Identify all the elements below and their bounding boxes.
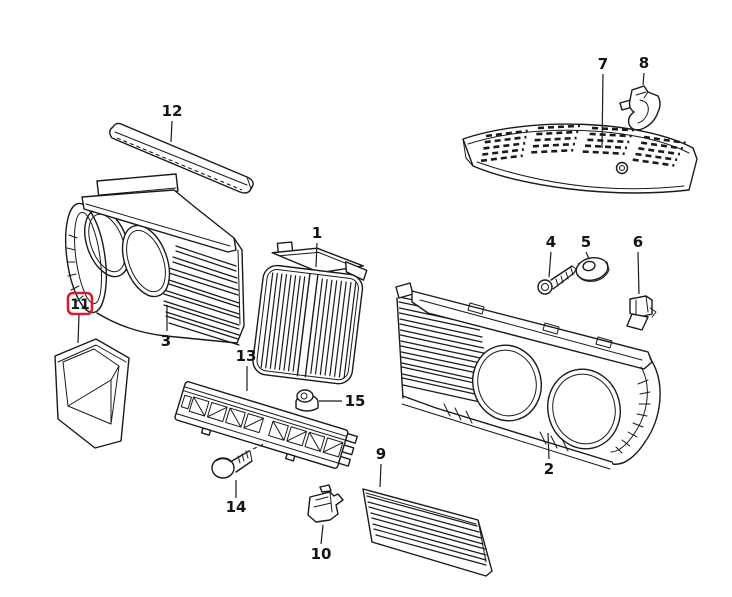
part-15-number[interactable]: 15 — [345, 392, 366, 410]
part-15-grommet — [295, 389, 319, 412]
part-11-number[interactable]: 11 — [70, 297, 89, 313]
part-10-clip — [307, 484, 344, 523]
part-7-cowl-grille — [462, 123, 698, 194]
part-3-number[interactable]: 3 — [161, 332, 171, 350]
label-part-2[interactable]: 2 — [544, 432, 554, 478]
label-part-7[interactable]: 7 — [598, 55, 608, 149]
label-part-9[interactable]: 9 — [376, 445, 386, 488]
part-2-number[interactable]: 2 — [544, 460, 554, 478]
part-12-trim-strip — [109, 122, 254, 194]
part-6-number[interactable]: 6 — [633, 233, 643, 251]
part-14-screw — [211, 442, 267, 479]
part-7-number[interactable]: 7 — [598, 55, 608, 73]
part-11-air-duct — [54, 338, 130, 449]
label-part-3[interactable]: 3 — [161, 305, 171, 350]
highlight-box — [66, 291, 94, 316]
label-part-11[interactable]: 11 — [66, 291, 94, 344]
label-part-6[interactable]: 6 — [633, 233, 643, 295]
part-8-cable-clip — [619, 85, 661, 131]
part-9-hood-grille — [362, 488, 493, 577]
part-4-number[interactable]: 4 — [546, 233, 556, 251]
part-12-number[interactable]: 12 — [162, 102, 183, 120]
label-part-5[interactable]: 5 — [581, 233, 591, 260]
part-9-number[interactable]: 9 — [376, 445, 386, 463]
label-part-4[interactable]: 4 — [546, 233, 556, 278]
part-1-center-grille — [252, 241, 368, 385]
part-13-number[interactable]: 13 — [236, 347, 257, 365]
part-10-number[interactable]: 10 — [311, 545, 332, 563]
label-part-15[interactable]: 15 — [319, 392, 365, 410]
part-5-grommet — [575, 257, 610, 282]
label-part-10[interactable]: 10 — [311, 524, 332, 563]
part-3-grille-left — [64, 173, 245, 346]
label-part-14[interactable]: 14 — [226, 480, 247, 516]
label-part-13[interactable]: 13 — [236, 347, 257, 391]
part-1-number[interactable]: 1 — [312, 224, 322, 242]
part-6-clip — [626, 295, 657, 331]
label-part-8[interactable]: 8 — [639, 54, 649, 86]
label-part-12[interactable]: 12 — [162, 102, 183, 143]
part-13-lower-bar — [174, 381, 358, 469]
part-2-grille-right — [395, 282, 661, 470]
part-14-number[interactable]: 14 — [226, 498, 247, 516]
label-part-1[interactable]: 1 — [312, 224, 322, 268]
part-5-number[interactable]: 5 — [581, 233, 591, 251]
part-8-number[interactable]: 8 — [639, 54, 649, 72]
